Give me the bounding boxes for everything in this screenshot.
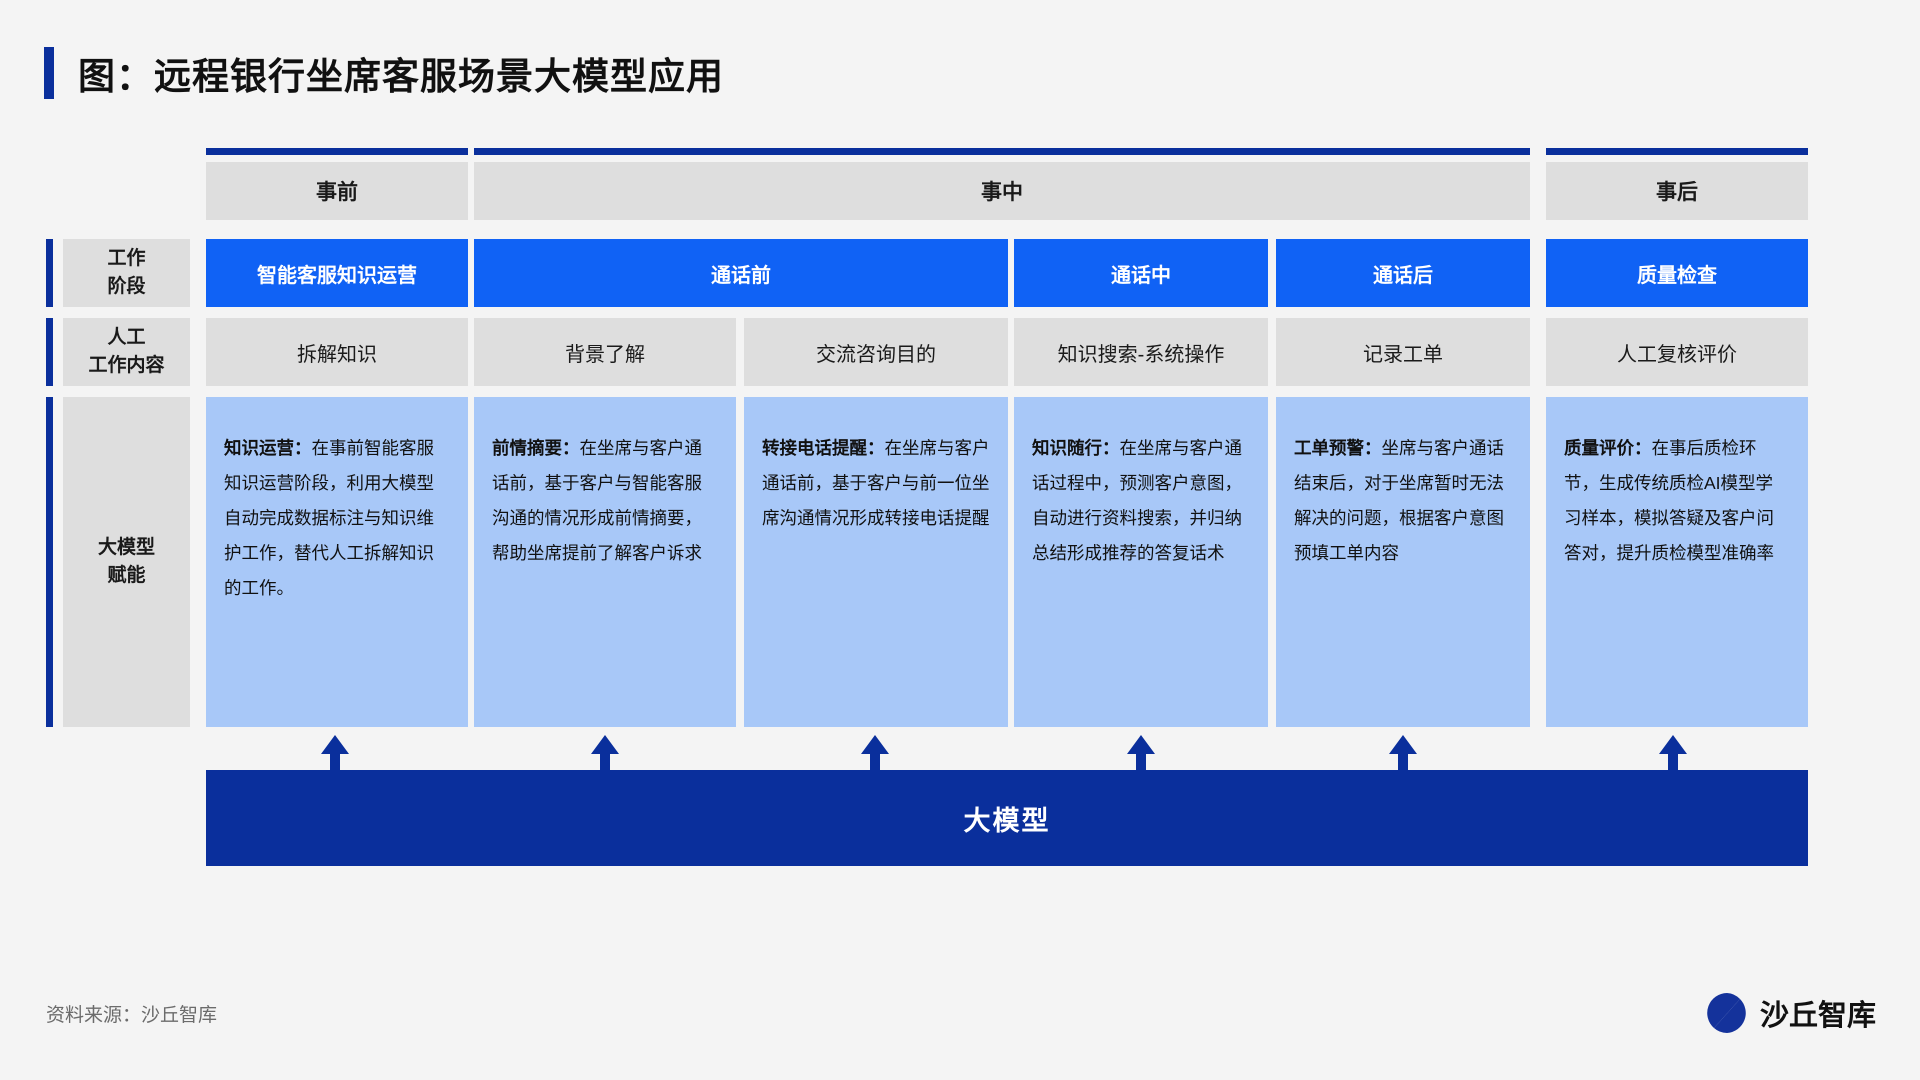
manual-label: 记录工单 <box>1363 343 1443 366</box>
shaqiu-logo-icon <box>1706 992 1748 1034</box>
empower-cell-3[interactable]: 转接电话提醒：在坐席与客户通话前，基于客户与前一位坐席沟通情况形成转接电话提醒 <box>744 397 1008 727</box>
empower-body: 在坐席与客户通话过程中，预测客户意图，自动进行资料搜索，并归纳总结形成推荐的答复… <box>1032 438 1242 563</box>
empower-body: 在事后质检环节，生成传统质检AI模型学习样本，模拟答疑及客户问答对，提升质检模型… <box>1564 438 1774 563</box>
row-label-empower: 大模型 赋能 <box>63 397 190 727</box>
foundation-label: 大模型 <box>963 805 1051 836</box>
up-arrow-icon-1 <box>318 735 352 779</box>
manual-label: 背景了解 <box>565 343 645 366</box>
manual-cell-4[interactable]: 知识搜索-系统操作 <box>1014 318 1268 386</box>
empower-title: 知识随行： <box>1032 438 1120 458</box>
empower-title: 工单预警： <box>1294 438 1382 458</box>
phase-topline-2 <box>474 148 1530 155</box>
empower-title: 质量评价： <box>1564 438 1652 458</box>
stage-cell-knowledge-ops[interactable]: 智能客服知识运营 <box>206 239 468 307</box>
stage-cell-during-call[interactable]: 通话中 <box>1014 239 1268 307</box>
stage-cell-after-call[interactable]: 通话后 <box>1276 239 1530 307</box>
manual-label: 知识搜索-系统操作 <box>1057 343 1225 366</box>
manual-cell-2[interactable]: 背景了解 <box>474 318 736 386</box>
row-marker-stage <box>46 239 53 307</box>
stage-label: 通话中 <box>1111 264 1171 287</box>
empower-title: 前情摘要： <box>492 438 580 458</box>
empower-body: 在坐席与客户通话前，基于客户与智能客服沟通的情况形成前情摘要，帮助坐席提前了解客… <box>492 438 702 563</box>
row-label-line2: 阶段 <box>107 276 146 297</box>
stage-label: 质量检查 <box>1637 264 1717 287</box>
brand-logo: 沙丘智库 <box>1706 992 1876 1034</box>
up-arrow-icon-6 <box>1656 735 1690 779</box>
empower-title: 知识运营： <box>224 438 312 458</box>
phase-header-after: 事后 <box>1546 162 1808 220</box>
row-label-line2: 赋能 <box>107 565 146 586</box>
foundation-bar[interactable]: 大模型 <box>206 770 1808 866</box>
phase-header-during: 事中 <box>474 162 1530 220</box>
row-marker-manual <box>46 318 53 386</box>
phase-label: 事中 <box>981 181 1023 204</box>
up-arrow-icon-5 <box>1386 735 1420 779</box>
empower-cell-5[interactable]: 工单预警：坐席与客户通话结束后，对于坐席暂时无法解决的问题，根据客户意图预填工单… <box>1276 397 1530 727</box>
row-label-line1: 大模型 <box>97 537 155 559</box>
empower-cell-1[interactable]: 知识运营：在事前智能客服知识运营阶段，利用大模型自动完成数据标注与知识维护工作，… <box>206 397 468 727</box>
empower-body: 在事前智能客服知识运营阶段，利用大模型自动完成数据标注与知识维护工作，替代人工拆… <box>224 438 434 598</box>
manual-label: 拆解知识 <box>297 343 377 366</box>
row-label-stage: 工作 阶段 <box>63 239 190 307</box>
source-note: 资料来源：沙丘智库 <box>46 1005 218 1026</box>
row-label-manual: 人工 工作内容 <box>63 318 190 386</box>
row-label-line1: 工作 <box>107 248 146 270</box>
stage-label: 通话前 <box>711 264 771 287</box>
up-arrow-icon-2 <box>588 735 622 779</box>
page-title: 图：远程银行坐席客服场景大模型应用 <box>44 46 724 100</box>
phase-label: 事后 <box>1656 181 1698 204</box>
row-label-line2: 工作内容 <box>88 355 165 376</box>
empower-title: 转接电话提醒： <box>762 438 885 458</box>
title-accent-bar <box>44 47 54 99</box>
stage-label: 智能客服知识运营 <box>257 264 417 287</box>
page-title-text: 图：远程银行坐席客服场景大模型应用 <box>78 56 724 97</box>
manual-cell-5[interactable]: 记录工单 <box>1276 318 1530 386</box>
brand-name: 沙丘智库 <box>1759 1000 1876 1032</box>
manual-label: 交流咨询目的 <box>816 343 936 366</box>
stage-label: 通话后 <box>1373 264 1433 287</box>
empower-cell-4[interactable]: 知识随行：在坐席与客户通话过程中，预测客户意图，自动进行资料搜索，并归纳总结形成… <box>1014 397 1268 727</box>
up-arrow-icon-4 <box>1124 735 1158 779</box>
empower-body: 坐席与客户通话结束后，对于坐席暂时无法解决的问题，根据客户意图预填工单内容 <box>1294 438 1504 563</box>
manual-cell-3[interactable]: 交流咨询目的 <box>744 318 1008 386</box>
empower-body: 在坐席与客户通话前，基于客户与前一位坐席沟通情况形成转接电话提醒 <box>762 438 990 528</box>
phase-header-before: 事前 <box>206 162 468 220</box>
empower-cell-2[interactable]: 前情摘要：在坐席与客户通话前，基于客户与智能客服沟通的情况形成前情摘要，帮助坐席… <box>474 397 736 727</box>
manual-label: 人工复核评价 <box>1617 343 1737 366</box>
manual-cell-1[interactable]: 拆解知识 <box>206 318 468 386</box>
empower-cell-6[interactable]: 质量评价：在事后质检环节，生成传统质检AI模型学习样本，模拟答疑及客户问答对，提… <box>1546 397 1808 727</box>
manual-cell-6[interactable]: 人工复核评价 <box>1546 318 1808 386</box>
phase-topline-1 <box>206 148 468 155</box>
phase-label: 事前 <box>316 181 358 204</box>
row-label-line1: 人工 <box>107 327 146 349</box>
phase-topline-3 <box>1546 148 1808 155</box>
row-marker-empower <box>46 397 53 727</box>
up-arrow-icon-3 <box>858 735 892 779</box>
stage-cell-quality-check[interactable]: 质量检查 <box>1546 239 1808 307</box>
stage-cell-before-call[interactable]: 通话前 <box>474 239 1008 307</box>
